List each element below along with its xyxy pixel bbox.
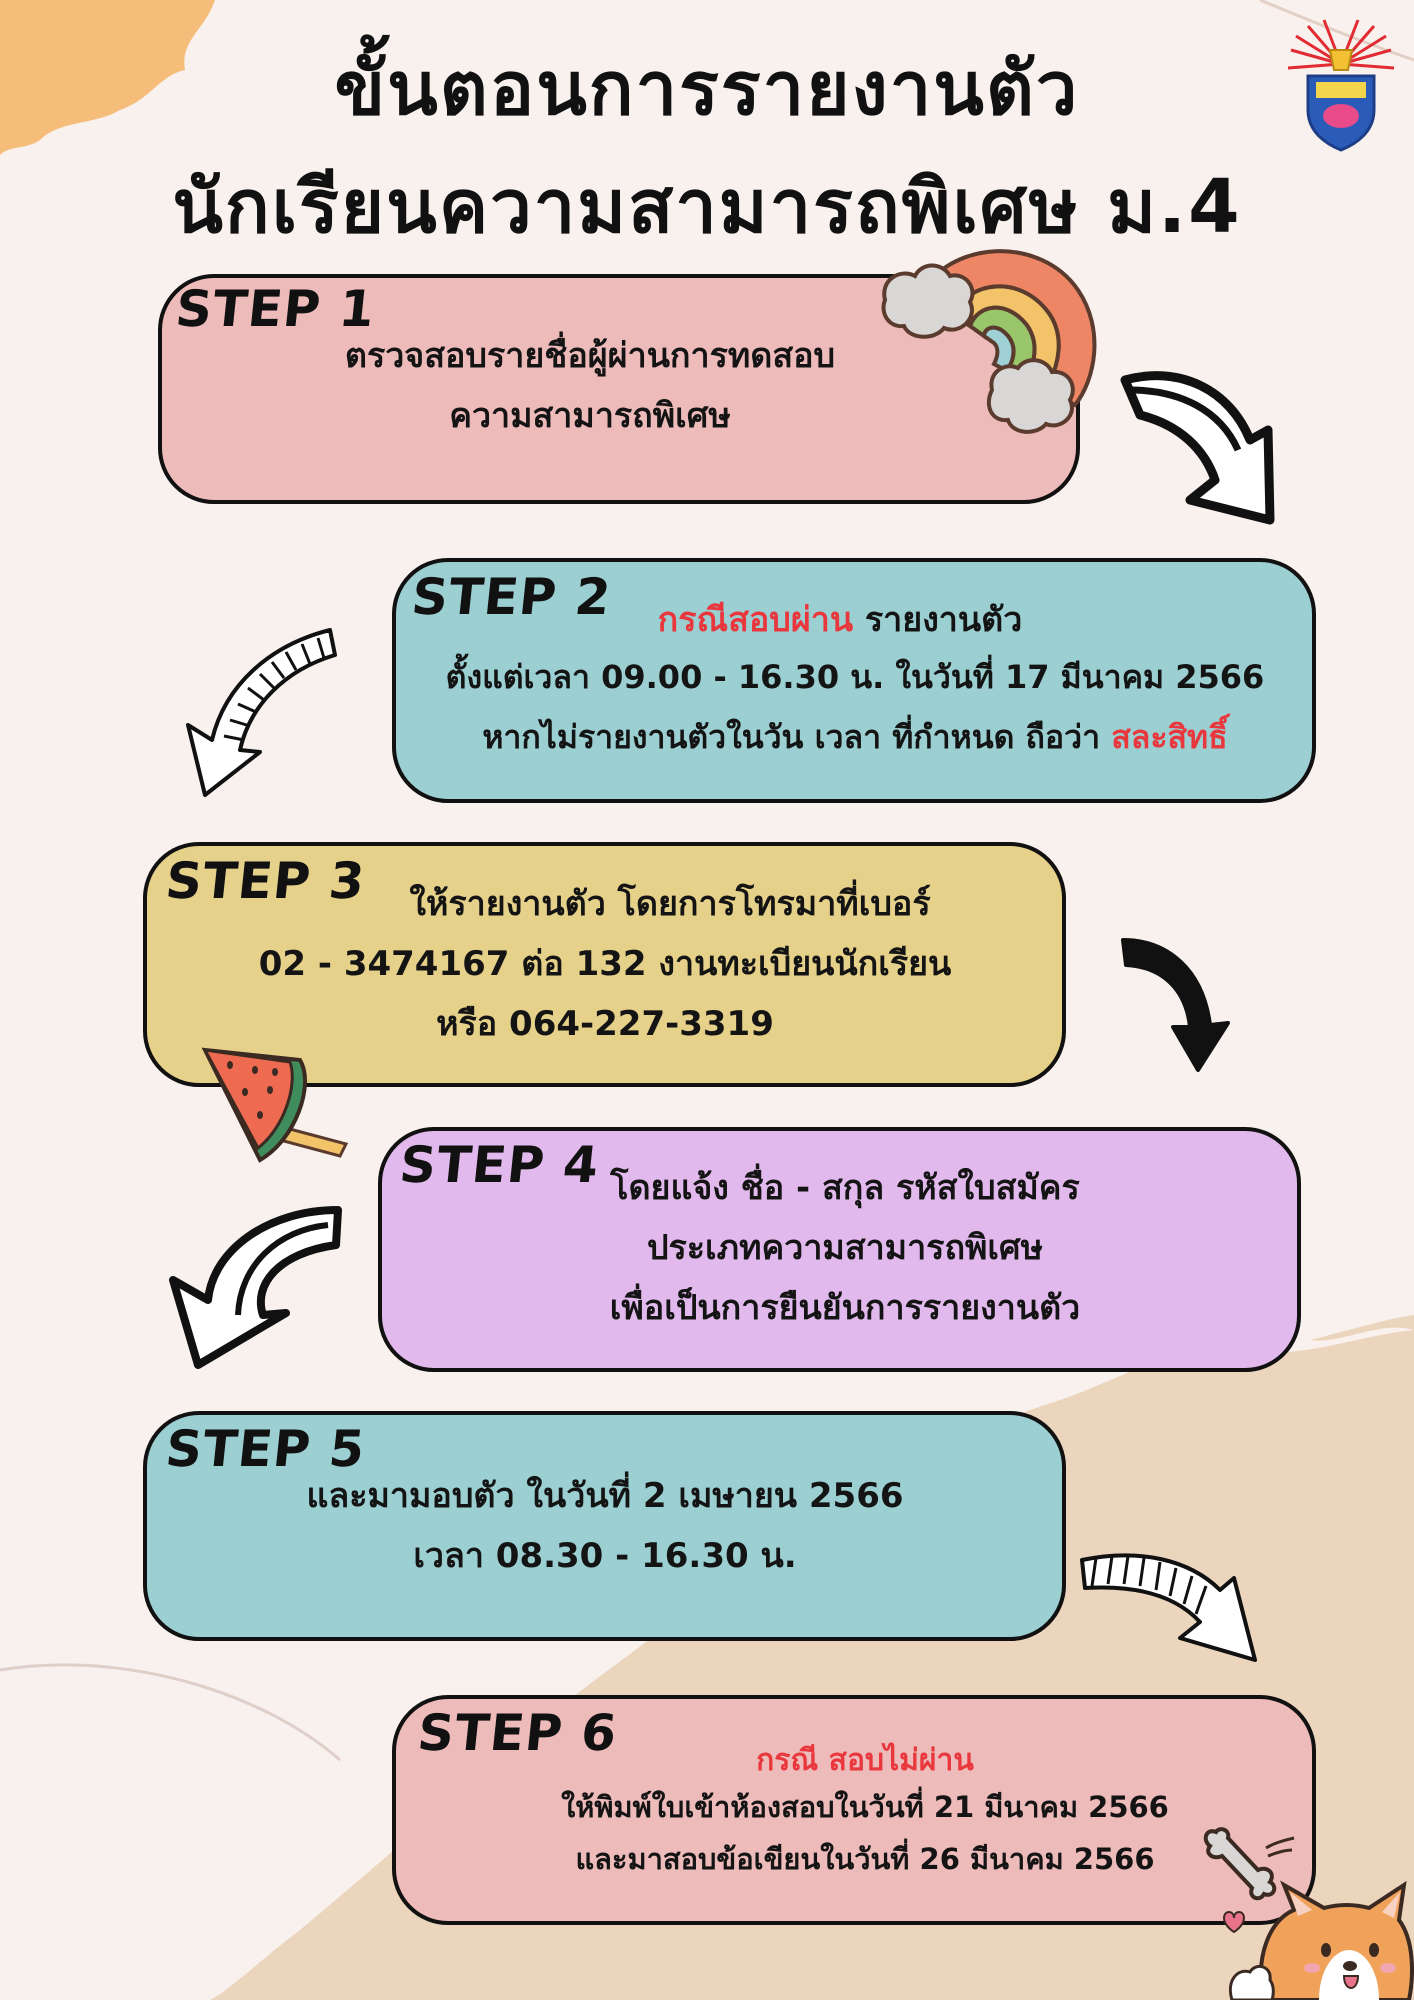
bone-icon [1203, 1827, 1295, 1901]
school-emblem-icon [1287, 19, 1395, 152]
step-2-line-3-text: หากไม่รายงานตัวในวัน เวลา ที่กำหนด ถือว่… [482, 718, 1112, 756]
step-3-line-3: หรือ 064-227-3319 [436, 1004, 774, 1044]
arrow-icon [186, 628, 337, 797]
step-6-line-3: และมาสอบข้อเขียนในวันที่ 26 มีนาคม 2566 [575, 1842, 1155, 1876]
step-1-line-2: ความสามารถพิเศษ [449, 396, 731, 436]
step-2-card [392, 558, 1316, 803]
step-2-line-1-text: รายงานตัว [853, 600, 1023, 640]
step-3-line-2: 02 - 3474167 ต่อ 132 งานทะเบียนนักเรียน [258, 944, 952, 984]
page-title-line-2: นักเรียนความสามารถพิเศษ ม.4 [172, 164, 1242, 250]
watermelon-icon [201, 1047, 349, 1163]
corgi-icon [1222, 1880, 1414, 2000]
step-3-card [143, 842, 1066, 1087]
step-2-line-2: ตั้งแต่เวลา 09.00 - 16.30 น. ในวันที่ 17… [445, 658, 1265, 696]
arrow-icon [1120, 371, 1275, 525]
arrow-icon [169, 1206, 342, 1369]
step-6-line-2: ให้พิมพ์ใบเข้าห้องสอบในวันที่ 21 มีนาคม … [561, 1790, 1169, 1824]
arrow-icon [1080, 1553, 1257, 1662]
step-5-line-2: เวลา 08.30 - 16.30 น. [413, 1536, 797, 1576]
step-1-label: STEP 1 [172, 280, 379, 338]
step-6-card [392, 1695, 1316, 1925]
step-6-label: STEP 6 [414, 1704, 621, 1762]
step-5-line-1: และมามอบตัว ในวันที่ 2 เมษายน 2566 [306, 1476, 904, 1516]
step-2-line-3: หากไม่รายงานตัวในวัน เวลา ที่กำหนด ถือว่… [410, 718, 1300, 756]
rainbow-icon [881, 249, 1097, 434]
step-2-passed-highlight: กรณีสอบผ่าน [657, 600, 854, 640]
step-3-label: STEP 3 [162, 852, 369, 910]
step-4-line-3: เพื่อเป็นการยืนยันการรายงานตัว [609, 1288, 1081, 1328]
page-title-line-1: ขั้นตอนการรายงานตัว [334, 46, 1080, 132]
step-4-line-2: ประเภทความสามารถพิเศษ [646, 1228, 1044, 1268]
step-4-card [378, 1127, 1301, 1372]
step-2-forfeit-highlight: สละสิทธิ์ [1111, 718, 1228, 756]
step-2-line-1: กรณีสอบผ่าน รายงานตัว [540, 600, 1140, 640]
step-1-line-1: ตรวจสอบรายชื่อผู้ผ่านการทดสอบ [344, 336, 836, 376]
step-4-line-1: โดยแจ้ง ชื่อ - สกุล รหัสใบสมัคร [610, 1168, 1080, 1208]
step-5-card [143, 1411, 1066, 1641]
step-5-label: STEP 5 [162, 1420, 369, 1478]
step-3-line-1: ให้รายงานตัว โดยการโทรมาที่เบอร์ [409, 884, 931, 924]
arrow-icon [1121, 938, 1230, 1072]
step-6-failed-highlight: กรณี สอบไม่ผ่าน [756, 1743, 974, 1778]
